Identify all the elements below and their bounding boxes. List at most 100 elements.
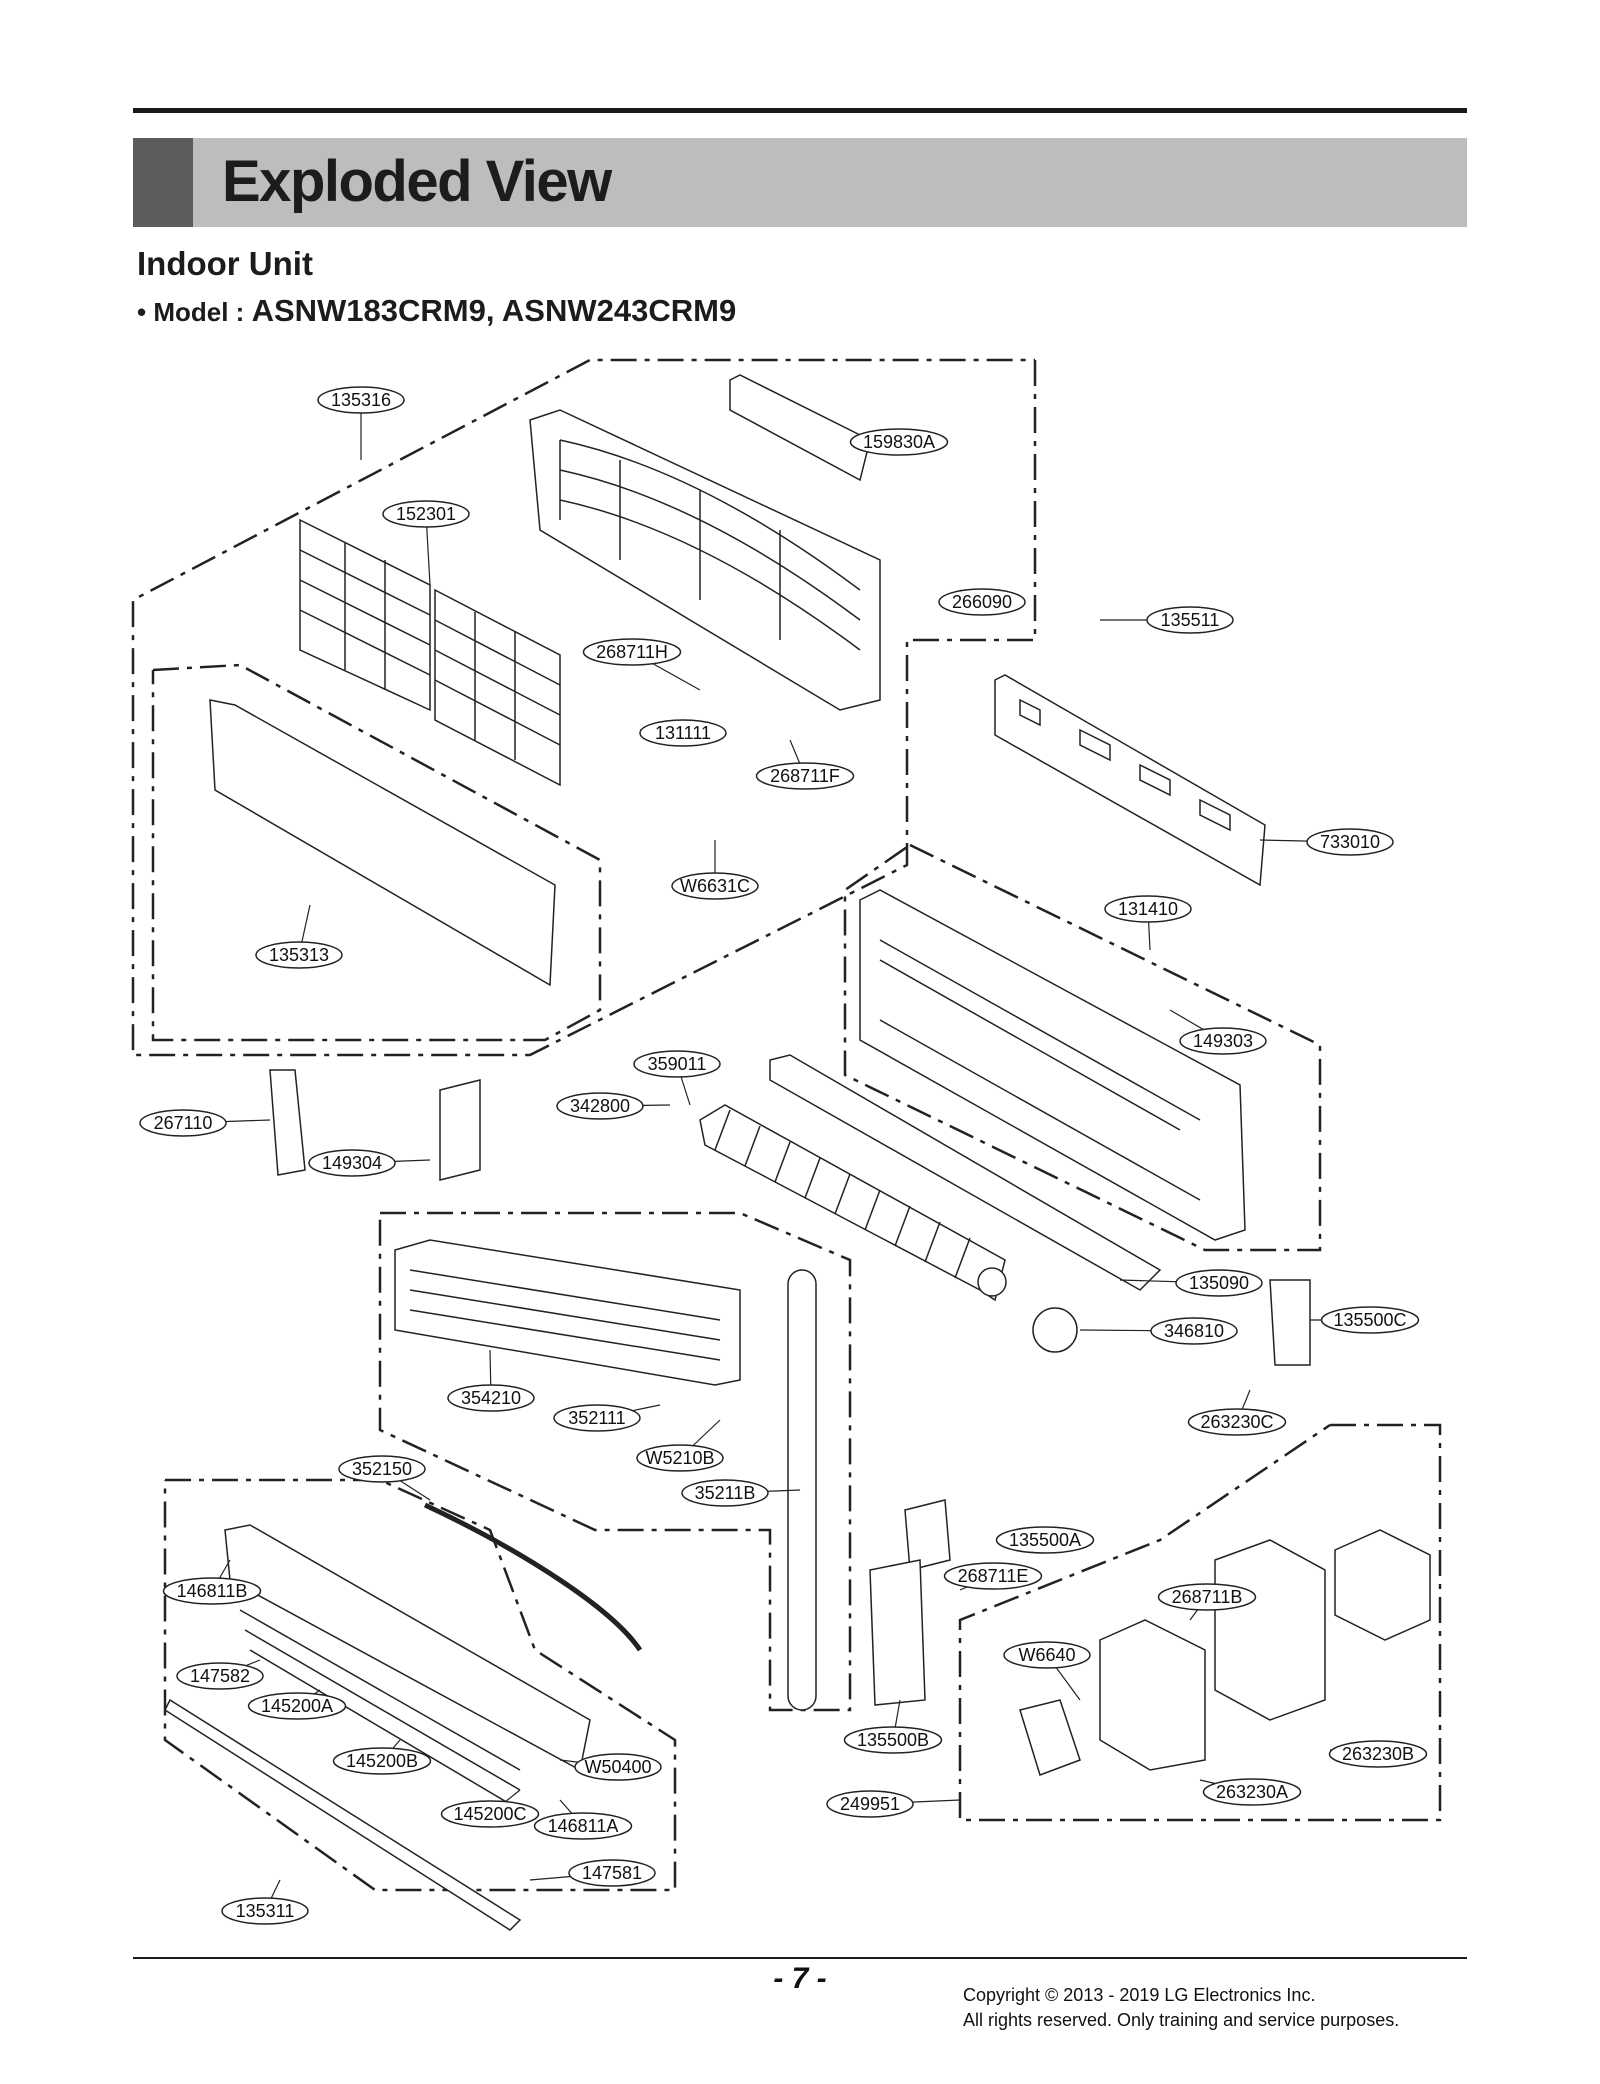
part-label-bubble: [755, 762, 855, 790]
mounting-plate-shape: [994, 674, 1266, 887]
part-label-135511: 135511: [1146, 606, 1234, 634]
part-label-145200B: 145200B: [332, 1747, 432, 1775]
part-label-135313: 135313: [255, 941, 343, 969]
bracket-shape: [904, 1499, 951, 1571]
part-label-text: 268711H: [596, 642, 668, 662]
part-label-text: 135500B: [857, 1730, 929, 1750]
part-label-text: 352150: [352, 1459, 412, 1479]
part-label-359011: 359011: [633, 1050, 721, 1078]
part-label-268711F: 268711F: [755, 762, 855, 790]
part-label-135316: 135316: [317, 386, 405, 414]
part-label-bubble: [162, 1577, 262, 1605]
part-label-bubble: [1157, 1583, 1257, 1611]
part-label-text: 352111: [568, 1408, 625, 1428]
fan-motor-shape: [1032, 1307, 1078, 1353]
part-label-text: 35211B: [695, 1483, 756, 1503]
part-label-733010: 733010: [1306, 828, 1394, 856]
part-label-bubble: [447, 1384, 535, 1412]
part-label-bubble: [255, 941, 343, 969]
part-label-268711H: 268711H: [582, 638, 682, 666]
part-label-text: 149304: [322, 1153, 382, 1173]
cross-fan-shape: [699, 1104, 1006, 1302]
part-label-152301: 152301: [382, 500, 470, 528]
header-rule: [133, 108, 1467, 113]
part-label-text: 146811A: [548, 1816, 619, 1836]
part-label-bubble: [681, 1479, 769, 1507]
evaporator-shape: [394, 1239, 741, 1386]
model-names: ASNW183CRM9, ASNW243CRM9: [251, 293, 737, 328]
boundary-control-box: [958, 1423, 1442, 1822]
filter-left-shape: [299, 518, 431, 712]
part-label-text: 135500A: [1009, 1530, 1081, 1550]
part-label-131410: 131410: [1104, 895, 1192, 923]
fan-hub: [977, 1267, 1007, 1297]
part-label-bubble: [568, 1859, 656, 1887]
part-label-text: 147581: [582, 1863, 642, 1883]
part-label-text: 268711F: [770, 766, 840, 786]
part-labels: 135316159830A152301266090135511268711H13…: [139, 386, 1428, 1925]
part-label-147581: 147581: [568, 1859, 656, 1887]
part-label-text: 135090: [1189, 1273, 1249, 1293]
part-label-35211B: 35211B: [681, 1479, 769, 1507]
part-label-text: 266090: [952, 592, 1012, 612]
filter-grid: [299, 542, 561, 760]
part-label-bubble: [338, 1455, 426, 1483]
pcb-cover-shape: [1334, 1529, 1431, 1641]
rights-text: All rights reserved. Only training and s…: [963, 2010, 1400, 2030]
part-illustrations: [164, 374, 1431, 1931]
part-label-149303: 149303: [1179, 1027, 1267, 1055]
part-label-267110: 267110: [139, 1109, 227, 1137]
part-label-W6631C: W6631C: [671, 872, 759, 900]
part-label-bubble: [1146, 606, 1234, 634]
boundary-vane: [163, 1478, 677, 1892]
part-label-131111: 131111: [639, 719, 727, 747]
part-label-bubble: [1175, 1269, 1263, 1297]
part-label-text: 346810: [1164, 1321, 1224, 1341]
part-label-text: W50400: [584, 1757, 651, 1777]
copyright-text: Copyright © 2013 - 2019 LG Electronics I…: [963, 1985, 1316, 2005]
title-banner-accent: [133, 138, 193, 227]
part-label-text: 145200C: [453, 1804, 526, 1824]
control-box-shape: [1099, 1619, 1206, 1771]
boundary-evaporator: [378, 1211, 852, 1712]
part-label-135500B: 135500B: [843, 1726, 943, 1754]
part-label-text: 145200A: [261, 1696, 333, 1716]
part-label-263230C: 263230C: [1187, 1408, 1287, 1436]
chassis-shape: [859, 889, 1246, 1241]
part-label-bubble: [826, 1790, 914, 1818]
model-prefix: • Model :: [137, 297, 245, 327]
front-grille-shape: [529, 409, 881, 711]
part-label-bubble: [574, 1753, 662, 1781]
part-label-bubble: [317, 386, 405, 414]
part-label-bubble: [382, 500, 470, 528]
part-label-bubble: [440, 1800, 540, 1828]
part-label-bubble: [582, 638, 682, 666]
part-label-135311: 135311: [221, 1897, 309, 1925]
part-label-text: 152301: [396, 504, 456, 524]
part-label-text: 147582: [190, 1666, 250, 1686]
part-label-text: 249951: [840, 1794, 900, 1814]
part-label-342800: 342800: [556, 1092, 644, 1120]
terminal-block-shape: [1019, 1699, 1081, 1776]
part-label-bubble: [247, 1692, 347, 1720]
part-label-text: 342800: [570, 1096, 630, 1116]
part-label-bubble: [938, 588, 1026, 616]
part-label-bubble: [533, 1812, 633, 1840]
part-label-bubble: [221, 1897, 309, 1925]
part-label-text: 263230C: [1200, 1412, 1273, 1432]
part-label-268711E: 268711E: [943, 1562, 1043, 1590]
vane-blades: [239, 1609, 521, 1811]
part-label-268711B: 268711B: [1157, 1583, 1257, 1611]
part-label-text: 268711B: [1172, 1587, 1243, 1607]
part-label-text: 135311: [236, 1901, 295, 1921]
part-label-text: 268711E: [958, 1566, 1029, 1586]
part-label-bubble: [843, 1726, 943, 1754]
part-label-text: 135511: [1161, 610, 1220, 630]
part-label-text: 263230B: [1342, 1744, 1414, 1764]
part-label-263230A: 263230A: [1202, 1778, 1302, 1806]
part-label-263230B: 263230B: [1328, 1740, 1428, 1768]
filter-right-shape: [434, 588, 561, 787]
group-boundaries: [131, 358, 1442, 1892]
part-label-146811A: 146811A: [533, 1812, 633, 1840]
section-subtitle: Indoor Unit: [137, 245, 313, 282]
